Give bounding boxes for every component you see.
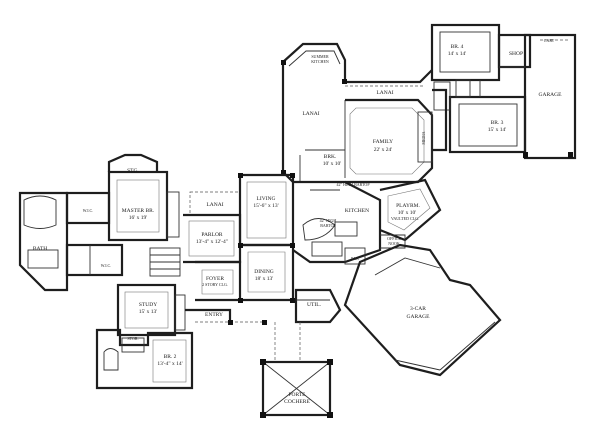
foyer-label: FOYER [206, 276, 224, 282]
lanai-mid-label: LANAI [206, 202, 223, 208]
pan-label: PAN [351, 256, 359, 261]
stg-label: STG. [127, 168, 139, 174]
playrm-size: 10' x 10' [398, 210, 416, 216]
foyer-dining-area [195, 243, 342, 324]
left-wing [18, 153, 180, 292]
living-size: 15'-6" x 13' [253, 203, 278, 209]
wic2-label: W.I.C. [101, 263, 111, 268]
garage-label: GARAGE [539, 92, 563, 98]
playrm-note: VAULTED CLG. [391, 216, 419, 221]
parlor-size: 13'-4" x 12'-4" [196, 239, 228, 245]
office-nook-label-2: NOOK [388, 241, 400, 246]
upper-right-wing [430, 23, 577, 160]
cart-label: CART [544, 38, 555, 43]
bartop1-label: 42" HIGH BARTOP [336, 182, 370, 187]
entry-label: ENTRY [205, 312, 223, 318]
bartop2-label: 42" HIGH [320, 218, 337, 223]
bartop2-label-2: BARTOP [320, 223, 336, 228]
stor-label: STOR. [127, 336, 138, 341]
garage3-label-2: GARAGE [407, 314, 431, 320]
br2-size: 13'-4" x 14' [157, 361, 182, 367]
family-size: 22' x 24' [374, 147, 392, 153]
room-labels: BR. 4 14' x 14' SHOP CART GARAGE BR. 3 1… [33, 38, 562, 405]
br4-size: 14' x 14' [448, 51, 466, 57]
br3-label: BR. 3 [491, 120, 504, 126]
brk-label: BRK. [324, 154, 337, 160]
central-wing [149, 173, 295, 277]
lanai-upper-area [281, 42, 433, 183]
parlor-label: PARLOR [201, 232, 223, 238]
br4-label: BR. 4 [451, 44, 464, 50]
dining-label: DINING [254, 269, 274, 275]
brk-size: 10' x 10' [323, 161, 341, 167]
lanai-upper-label: LANAI [376, 90, 393, 96]
family-label: FAMILY [373, 139, 393, 145]
south-west-wing [95, 283, 267, 390]
kitchen-area [292, 178, 442, 265]
family-room-area [299, 88, 448, 184]
porte-label-2: COCHERE [284, 399, 310, 405]
shop-label: SHOP [509, 51, 523, 57]
media-label: MEDIA [421, 131, 426, 144]
master-label: MASTER BR. [122, 208, 155, 214]
lanai-left-label: LANAI [302, 111, 319, 117]
br2-label: BR. 2 [164, 354, 177, 360]
util-label: UTIL. [307, 302, 322, 308]
office-nook-label: OFFICE [387, 236, 401, 241]
study-label: STUDY [139, 302, 157, 308]
bath-label: BATH [33, 246, 47, 252]
three-car-garage [343, 243, 502, 377]
porte-cochere [260, 322, 333, 418]
garage3-label: 3-CAR [410, 306, 426, 312]
study-size: 15' x 13' [139, 309, 157, 315]
wic1-label: W.I.C. [83, 208, 93, 213]
foyer-note: 2 STORY CLG. [202, 282, 228, 287]
kitchen-label: KITCHEN [345, 208, 369, 214]
master-size: 16' x 19' [129, 215, 147, 221]
porte-label: PORTE [288, 392, 306, 398]
playrm-label: PLAYRM. [396, 203, 420, 209]
living-label: LIVING [257, 196, 276, 202]
br3-size: 15' x 14' [488, 127, 506, 133]
dining-size: 18' x 13' [255, 276, 273, 282]
summer-kitchen-label: SUMMER [311, 54, 329, 59]
summer-kitchen-label-2: KITCHEN [311, 59, 329, 64]
